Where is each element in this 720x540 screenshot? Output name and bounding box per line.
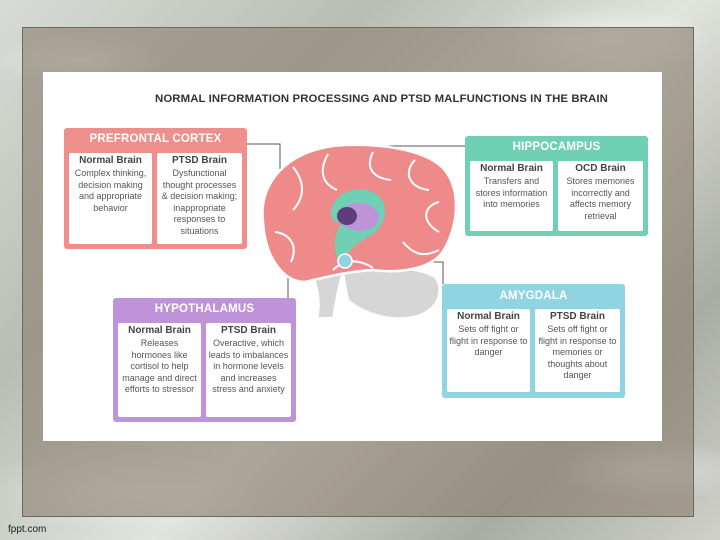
footer-brand: fppt.com — [8, 524, 47, 535]
amygdala-box: AMYGDALA Normal Brain Sets off fight or … — [442, 284, 625, 398]
prefrontal-cortex-box: PREFRONTAL CORTEX Normal Brain Complex t… — [64, 128, 247, 249]
hippocampus-ocd-text: Stores memories incorrectly and affects … — [566, 176, 635, 221]
amygdala-normal-text: Sets off fight or flight in response to … — [449, 324, 528, 357]
amygdala-normal: Normal Brain Sets off fight or flight in… — [447, 309, 530, 392]
hippocampus-normal: Normal Brain Transfers and stores inform… — [470, 161, 553, 231]
prefrontal-ptsd: PTSD Brain Dysfunctional thought process… — [157, 153, 242, 244]
hypothalamus-normal-head: Normal Brain — [128, 325, 191, 336]
prefrontal-normal: Normal Brain Complex thinking, decision … — [69, 153, 152, 244]
hippocampus-title: HIPPOCAMPUS — [512, 141, 601, 153]
hippocampus-ocd: OCD Brain Stores memories incorrectly an… — [558, 161, 643, 231]
amygdala-title: AMYGDALA — [499, 290, 568, 302]
diagram-title: NORMAL INFORMATION PROCESSING AND PTSD M… — [155, 93, 608, 105]
prefrontal-ptsd-head: PTSD Brain — [171, 155, 227, 166]
amygdala-normal-head: Normal Brain — [457, 311, 520, 322]
hippocampus-normal-head: Normal Brain — [480, 163, 543, 174]
hypothalamus-ptsd: PTSD Brain Overactive, which leads to im… — [206, 323, 291, 417]
hypothalamus-box: HYPOTHALAMUS Normal Brain Releases hormo… — [113, 298, 296, 422]
prefrontal-normal-head: Normal Brain — [79, 155, 142, 166]
hippocampus-normal-text: Transfers and stores information into me… — [475, 176, 548, 209]
hippocampus-ocd-head: OCD Brain — [575, 163, 626, 174]
hypothalamus-title: HYPOTHALAMUS — [154, 303, 255, 315]
hippocampus-box: HIPPOCAMPUS Normal Brain Transfers and s… — [465, 136, 648, 236]
brain-illustration — [247, 143, 465, 320]
prefrontal-ptsd-text: Dysfunctional thought processes & decisi… — [161, 168, 238, 236]
prefrontal-title: PREFRONTAL CORTEX — [89, 133, 222, 145]
hypothalamus-normal: Normal Brain Releases hormones like cort… — [118, 323, 201, 417]
hypothalamus-ptsd-text: Overactive, which leads to imbalances in… — [208, 338, 289, 394]
gyri-lines — [274, 151, 440, 271]
hypothalamus-normal-text: Releases hormones like cortisol to help … — [122, 338, 197, 394]
diagram-slide: NORMAL INFORMATION PROCESSING AND PTSD M… — [43, 72, 662, 441]
brain-stem — [309, 271, 345, 319]
cerebellum — [341, 265, 441, 320]
amygdala-ptsd-text: Sets off fight or flight in response to … — [538, 324, 617, 380]
amygdala-ptsd-head: PTSD Brain — [549, 311, 605, 322]
amygdala-ptsd: PTSD Brain Sets off fight or flight in r… — [535, 309, 620, 392]
thalamus-core — [337, 207, 357, 225]
hypothalamus-ptsd-head: PTSD Brain — [220, 325, 276, 336]
prefrontal-normal-text: Complex thinking, decision making and ap… — [74, 168, 147, 213]
amygdala-region — [337, 253, 353, 269]
